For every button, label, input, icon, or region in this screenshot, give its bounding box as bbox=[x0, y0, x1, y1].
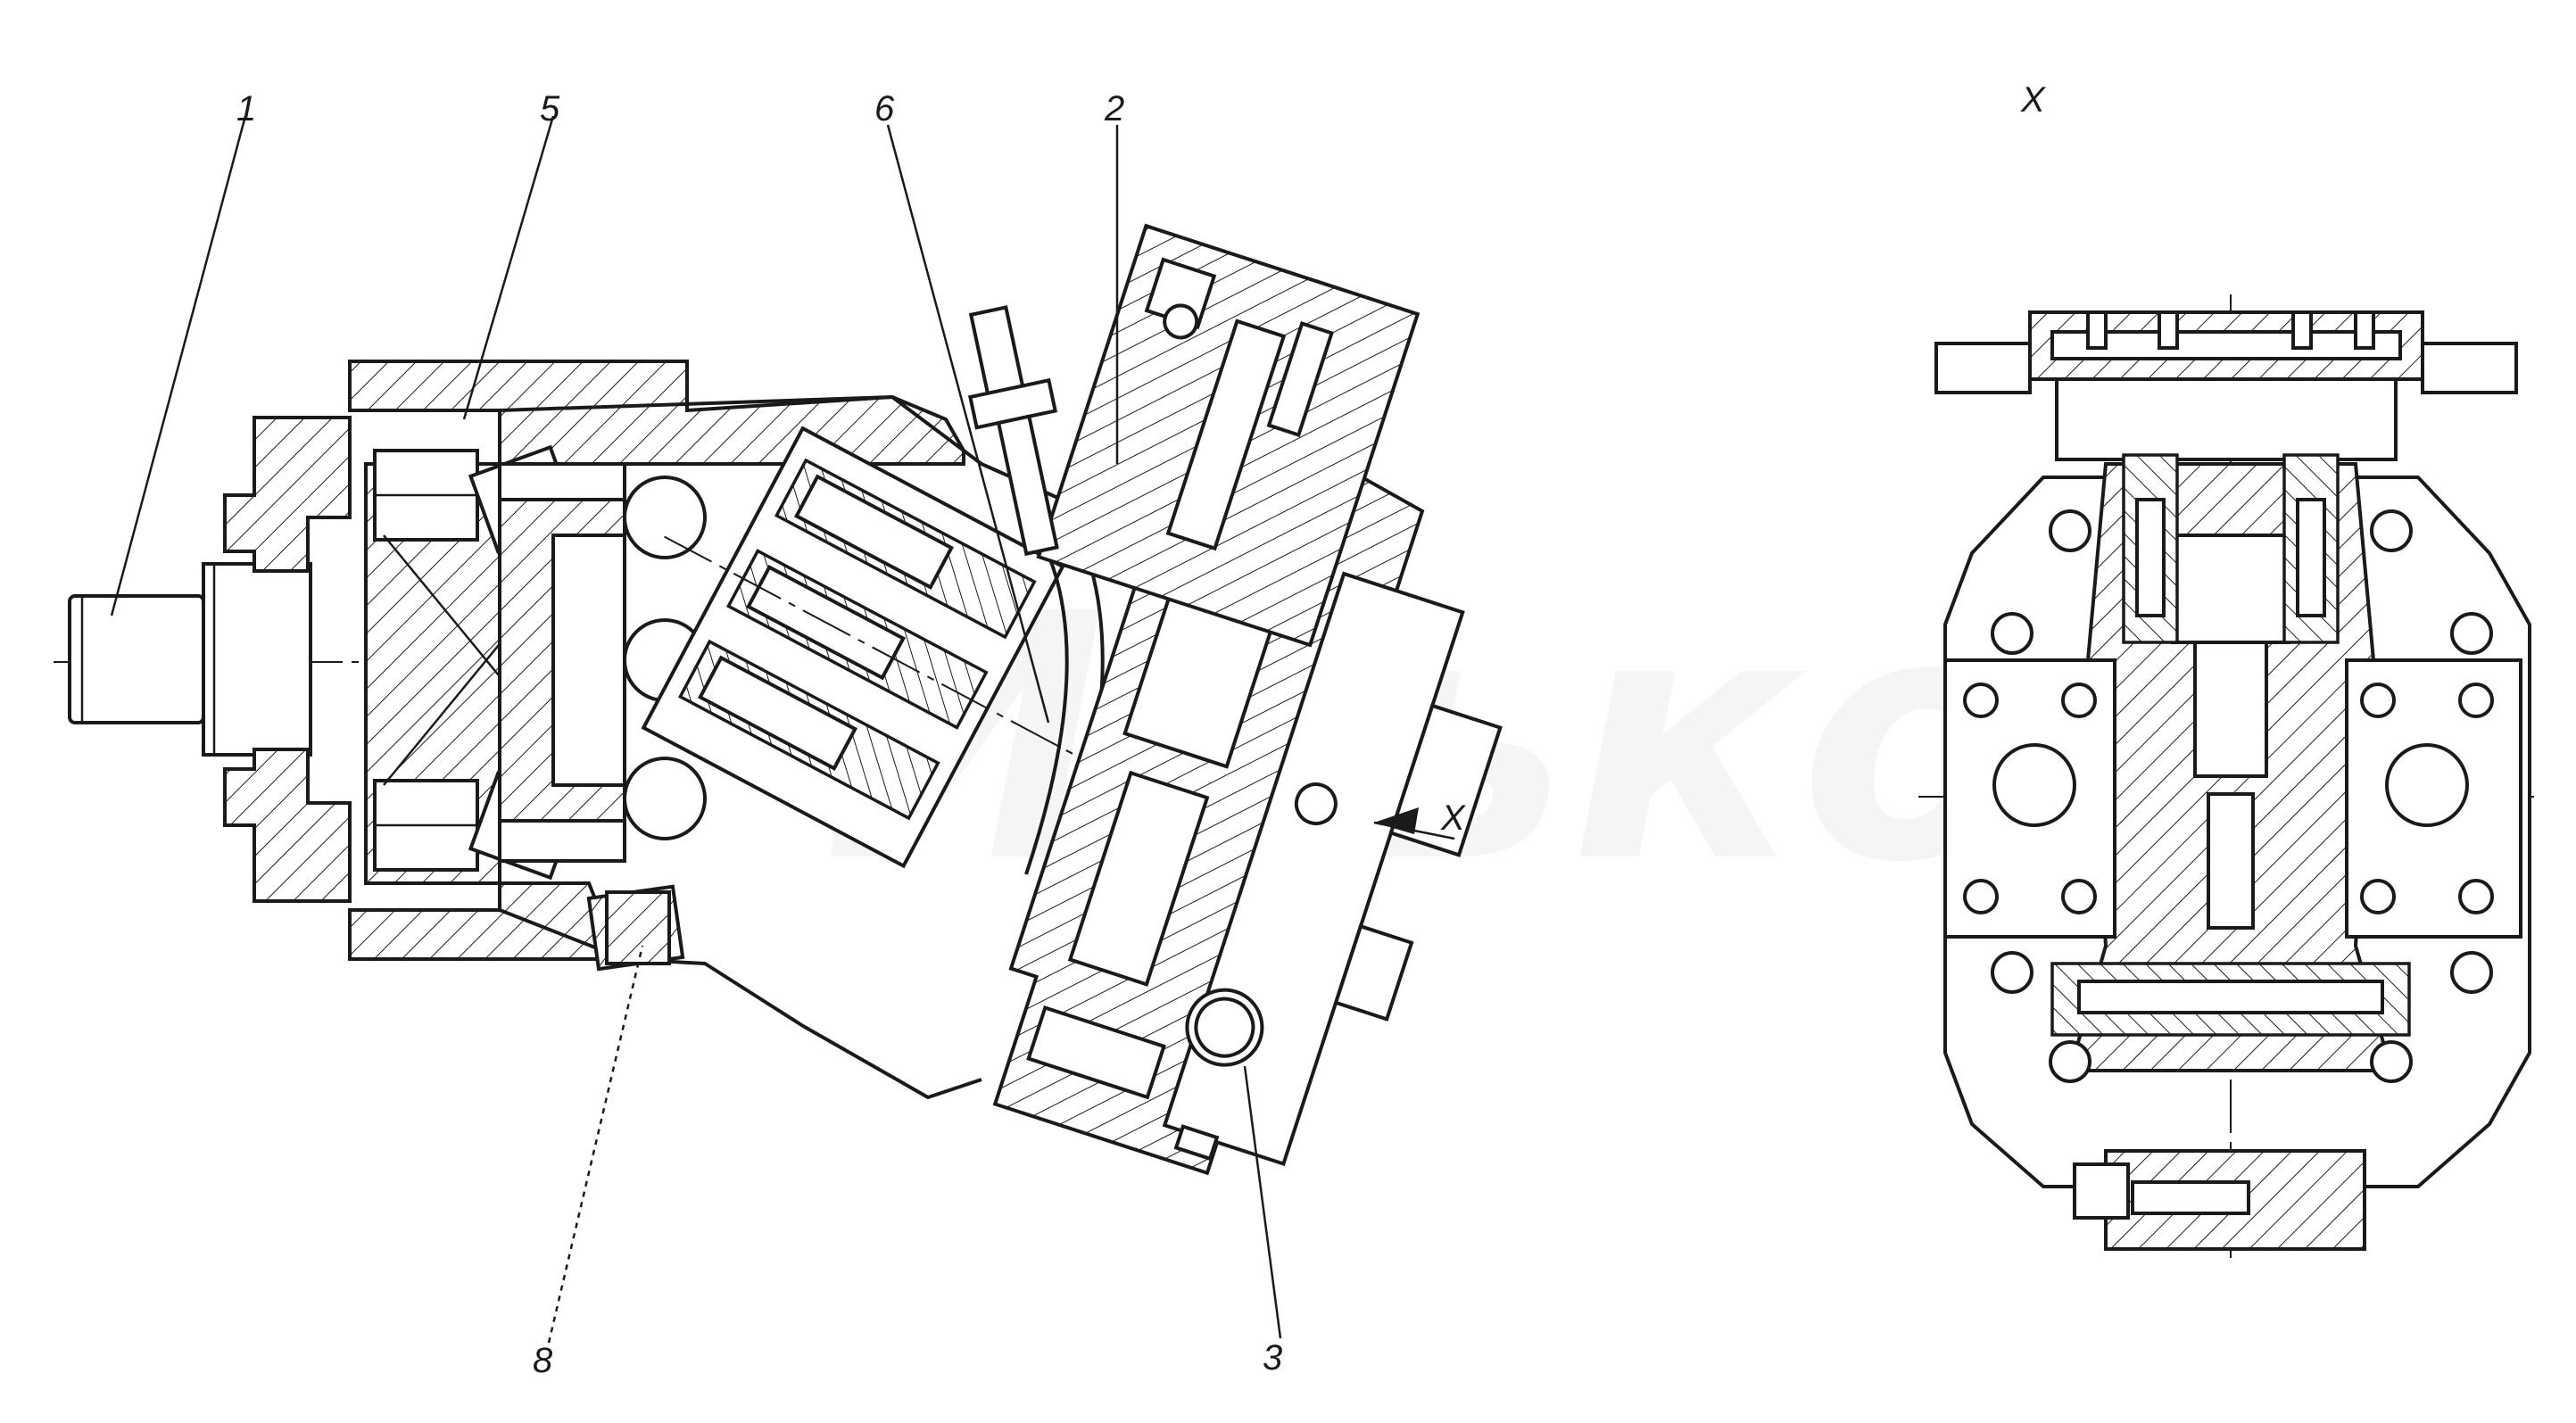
drain-plug bbox=[605, 890, 671, 965]
callout-3: 3 bbox=[1263, 1338, 1282, 1377]
callout-6: 6 bbox=[874, 89, 895, 128]
port-plate bbox=[1024, 543, 1069, 875]
callout-5: 5 bbox=[540, 89, 560, 128]
callout-8: 8 bbox=[533, 1341, 553, 1380]
speed-sensor bbox=[967, 305, 1059, 557]
leader-8 bbox=[547, 945, 644, 1344]
control-valve-block bbox=[1036, 223, 1421, 648]
drive-flange bbox=[498, 462, 707, 863]
leader-5 bbox=[462, 115, 555, 420]
side-manifold bbox=[1162, 571, 1503, 1167]
view-x-body bbox=[1943, 476, 2531, 1188]
leader-1 bbox=[110, 115, 247, 616]
bolt-holes bbox=[1963, 509, 2494, 1083]
shaft bbox=[68, 562, 312, 757]
leader-3 bbox=[1243, 1065, 1282, 1339]
bottom-block bbox=[2073, 1149, 2366, 1251]
top-rail bbox=[1934, 310, 2518, 461]
view-x-arrow: X bbox=[1373, 798, 1466, 840]
main-section-view: X 1 5 6 2 8 3 bbox=[54, 89, 1503, 1380]
leader-6 bbox=[886, 124, 1050, 724]
view-x-title: X bbox=[2020, 80, 2046, 120]
callout-1: 1 bbox=[236, 89, 256, 128]
cylinder-block bbox=[641, 426, 1138, 869]
view-x: X bbox=[1918, 80, 2534, 1258]
callout-2: 2 bbox=[1104, 89, 1124, 128]
view-arrow-label: X bbox=[1440, 798, 1466, 838]
